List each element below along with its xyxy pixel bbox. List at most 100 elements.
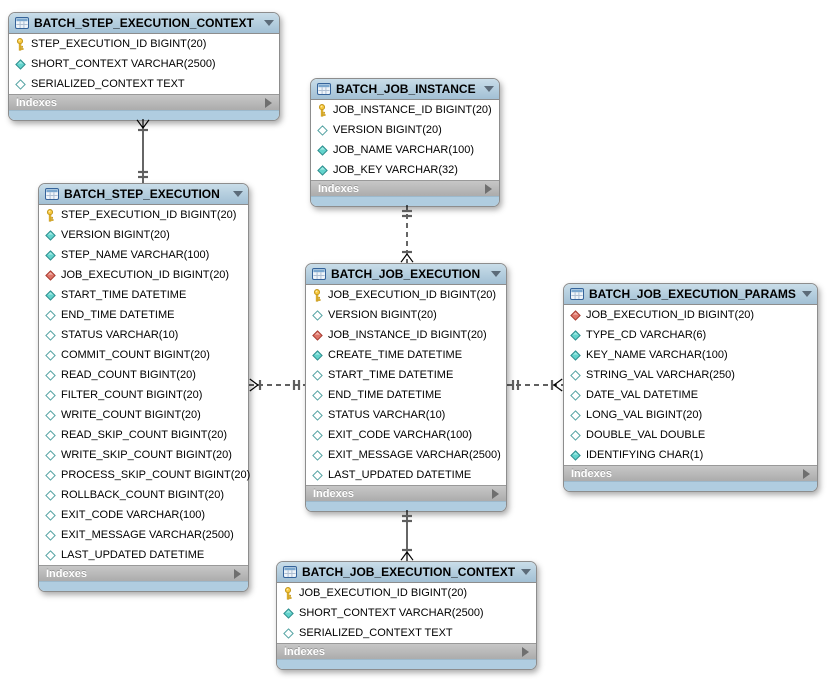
not-null-column-icon <box>44 289 56 301</box>
table-header[interactable]: BATCH_JOB_EXECUTION_PARAMS <box>564 284 817 305</box>
not-null-column-icon <box>44 249 56 261</box>
column-row: JOB_INSTANCE_ID BIGINT(20) <box>306 325 506 345</box>
column-label: JOB_INSTANCE_ID BIGINT(20) <box>328 329 487 341</box>
chevron-down-icon[interactable] <box>521 569 531 575</box>
nullable-column-icon <box>311 449 323 461</box>
column-row: PROCESS_SKIP_COUNT BIGINT(20) <box>39 465 250 485</box>
chevron-right-icon[interactable] <box>234 568 241 579</box>
column-label: READ_SKIP_COUNT BIGINT(20) <box>61 429 228 441</box>
column-label: END_TIME DATETIME <box>328 389 442 401</box>
not-null-column-icon <box>311 349 323 361</box>
column-label: STEP_NAME VARCHAR(100) <box>61 249 210 261</box>
nullable-column-icon <box>44 409 56 421</box>
table-batch-job-execution-params[interactable]: BATCH_JOB_EXECUTION_PARAMS JOB_EXECUTION… <box>563 283 818 492</box>
column-row: LONG_VAL BIGINT(20) <box>564 405 817 425</box>
table-batch-job-execution-context[interactable]: BATCH_JOB_EXECUTION_CONTEXT JOB_EXECUTIO… <box>276 561 537 670</box>
nullable-column-icon <box>569 429 581 441</box>
column-row: EXIT_CODE VARCHAR(100) <box>306 425 506 445</box>
table-header[interactable]: BATCH_STEP_EXECUTION <box>39 184 248 205</box>
indexes-row[interactable]: Indexes <box>277 643 536 659</box>
column-row: SERIALIZED_CONTEXT TEXT <box>277 623 536 643</box>
column-label: JOB_KEY VARCHAR(32) <box>333 164 458 176</box>
column-row: EXIT_CODE VARCHAR(100) <box>39 505 248 525</box>
nullable-column-icon <box>569 369 581 381</box>
column-label: VERSION BIGINT(20) <box>328 309 437 321</box>
table-columns: JOB_EXECUTION_ID BIGINT(20) SHORT_CONTEX… <box>277 583 536 643</box>
column-label: LAST_UPDATED DATETIME <box>61 549 205 561</box>
chevron-right-icon[interactable] <box>803 468 810 479</box>
chevron-down-icon[interactable] <box>802 291 812 297</box>
column-row: VERSION BIGINT(20) <box>311 120 499 140</box>
column-row: EXIT_MESSAGE VARCHAR(2500) <box>306 445 506 465</box>
nullable-column-icon <box>44 389 56 401</box>
table-batch-job-execution[interactable]: BATCH_JOB_EXECUTION JOB_EXECUTION_ID BIG… <box>305 263 507 512</box>
indexes-row[interactable]: Indexes <box>311 180 499 196</box>
rel-job-execution-to-params <box>507 378 563 392</box>
table-header[interactable]: BATCH_JOB_EXECUTION_CONTEXT <box>277 562 536 583</box>
nullable-column-icon <box>44 369 56 381</box>
nullable-column-icon <box>44 309 56 321</box>
nullable-column-icon <box>44 469 56 481</box>
foreign-key-icon <box>44 269 56 281</box>
table-batch-step-execution[interactable]: BATCH_STEP_EXECUTION STEP_EXECUTION_ID B… <box>38 183 250 592</box>
column-label: READ_COUNT BIGINT(20) <box>61 369 196 381</box>
column-row: LAST_UPDATED DATETIME <box>306 465 506 485</box>
column-row: END_TIME DATETIME <box>39 305 248 325</box>
column-row: VERSION BIGINT(20) <box>306 305 506 325</box>
indexes-row[interactable]: Indexes <box>39 565 248 581</box>
table-batch-job-instance[interactable]: BATCH_JOB_INSTANCE JOB_INSTANCE_ID BIGIN… <box>310 78 500 207</box>
primary-key-icon <box>311 288 323 302</box>
column-row: JOB_EXECUTION_ID BIGINT(20) <box>39 265 248 285</box>
column-label: START_TIME DATETIME <box>328 369 454 381</box>
table-bottom-bar <box>564 481 817 491</box>
column-label: LONG_VAL BIGINT(20) <box>586 409 703 421</box>
table-header[interactable]: BATCH_JOB_INSTANCE <box>311 79 499 100</box>
table-bottom-bar <box>277 659 536 669</box>
table-header[interactable]: BATCH_STEP_EXECUTION_CONTEXT <box>9 13 279 34</box>
chevron-right-icon[interactable] <box>492 488 499 499</box>
column-label: JOB_NAME VARCHAR(100) <box>333 144 474 156</box>
indexes-row[interactable]: Indexes <box>306 485 506 501</box>
table-batch-step-execution-context[interactable]: BATCH_STEP_EXECUTION_CONTEXT STEP_EXECUT… <box>8 12 280 121</box>
column-row: STRING_VAL VARCHAR(250) <box>564 365 817 385</box>
table-icon <box>312 268 326 280</box>
nullable-column-icon <box>44 429 56 441</box>
chevron-right-icon[interactable] <box>522 646 529 657</box>
table-bottom-bar <box>306 501 506 511</box>
column-label: SHORT_CONTEXT VARCHAR(2500) <box>31 58 216 70</box>
column-row: JOB_EXECUTION_ID BIGINT(20) <box>564 305 817 325</box>
table-header[interactable]: BATCH_JOB_EXECUTION <box>306 264 506 285</box>
indexes-row[interactable]: Indexes <box>564 465 817 481</box>
table-title: BATCH_STEP_EXECUTION <box>64 187 220 201</box>
chevron-down-icon[interactable] <box>233 191 243 197</box>
column-label: JOB_EXECUTION_ID BIGINT(20) <box>61 269 230 281</box>
indexes-row[interactable]: Indexes <box>9 94 279 110</box>
column-row: JOB_EXECUTION_ID BIGINT(20) <box>306 285 506 305</box>
column-row: STATUS VARCHAR(10) <box>39 325 248 345</box>
column-label: LAST_UPDATED DATETIME <box>328 469 472 481</box>
not-null-column-icon <box>569 329 581 341</box>
column-label: STATUS VARCHAR(10) <box>328 409 446 421</box>
not-null-column-icon <box>14 58 26 70</box>
chevron-down-icon[interactable] <box>484 86 494 92</box>
column-label: START_TIME DATETIME <box>61 289 187 301</box>
primary-key-icon <box>316 103 328 117</box>
column-label: END_TIME DATETIME <box>61 309 175 321</box>
column-row: END_TIME DATETIME <box>306 385 506 405</box>
column-label: EXIT_MESSAGE VARCHAR(2500) <box>328 449 501 461</box>
column-label: EXIT_MESSAGE VARCHAR(2500) <box>61 529 234 541</box>
chevron-right-icon[interactable] <box>485 183 492 194</box>
column-row: JOB_KEY VARCHAR(32) <box>311 160 499 180</box>
table-columns: STEP_EXECUTION_ID BIGINT(20) VERSION BIG… <box>39 205 250 565</box>
column-label: WRITE_SKIP_COUNT BIGINT(20) <box>61 449 232 461</box>
chevron-down-icon[interactable] <box>491 271 501 277</box>
chevron-right-icon[interactable] <box>265 97 272 108</box>
table-title: BATCH_JOB_EXECUTION <box>331 267 481 281</box>
column-label: EXIT_CODE VARCHAR(100) <box>61 509 206 521</box>
not-null-column-icon <box>316 144 328 156</box>
table-title: BATCH_STEP_EXECUTION_CONTEXT <box>34 16 254 30</box>
chevron-down-icon[interactable] <box>264 20 274 26</box>
column-row: STEP_NAME VARCHAR(100) <box>39 245 248 265</box>
indexes-label: Indexes <box>571 467 612 480</box>
column-row: WRITE_COUNT BIGINT(20) <box>39 405 248 425</box>
